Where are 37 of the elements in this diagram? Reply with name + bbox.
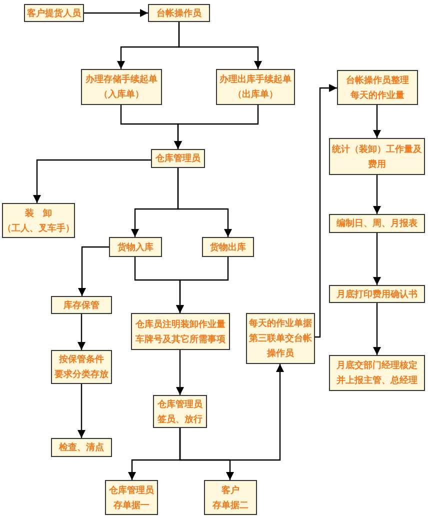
process-box: 台帐操作员 (148, 4, 210, 22)
arrow (176, 257, 229, 313)
process-box: 库存保管 (51, 296, 112, 314)
process-box: 货物出库 (202, 237, 254, 257)
arrow (78, 384, 86, 438)
arrow (373, 105, 381, 138)
arrow (179, 364, 284, 461)
process-box: 统计（装卸）工作量及费用 (329, 138, 425, 175)
process-box: 检查、清点 (51, 438, 112, 457)
process-box: 每天的作业单据第三联单交台帐操作员 (246, 313, 315, 364)
arrow (373, 303, 381, 355)
process-box: 仓库员注明装卸作业量车牌号及其它所需事项 (131, 313, 230, 350)
arrow (177, 168, 232, 237)
arrow (84, 9, 148, 17)
arrow (78, 314, 86, 350)
arrow (315, 84, 337, 338)
process-box: 按保管条件要求分类存放 (51, 350, 112, 384)
process-box: 月底交部门经理核定并上报主管、总经理 (329, 355, 425, 391)
process-box: 办理出库手续起单（出库单） (216, 69, 295, 105)
process-box: 编制日、周、月报表 (329, 214, 425, 233)
process-box: 月底打印费用确认书 (329, 285, 425, 303)
arrow (373, 233, 381, 285)
process-box: 客户提货人员 (24, 4, 84, 22)
process-box: 办理存储手续起单（入库单） (81, 69, 162, 105)
process-box: 装 卸（工人、叉车手） (2, 203, 75, 238)
arrow (178, 22, 262, 69)
arrow (176, 350, 184, 395)
arrow (78, 246, 109, 296)
process-box: 仓库管理员签员、放行 (153, 395, 207, 428)
arrow (174, 105, 259, 149)
process-box: 客户存单据二 (204, 480, 257, 515)
arrow (373, 175, 381, 214)
process-box: 台帐操作员整理每天的作业量 (337, 70, 418, 105)
process-box: 仓库管理员存单据一 (105, 480, 158, 515)
arrow (33, 159, 151, 203)
process-box: 仓库管理员 (151, 149, 205, 168)
process-box: 货物入库 (109, 237, 162, 257)
